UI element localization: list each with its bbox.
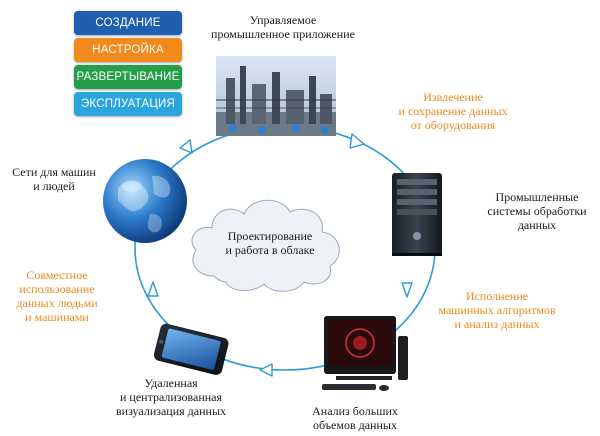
- arrow-right: [401, 282, 413, 298]
- industrial-systems-label: Промышленные системы обработки данных: [487, 190, 587, 232]
- server-tower-image: [392, 173, 442, 256]
- arrow-top-left: [179, 139, 193, 154]
- cloud-shape: [191, 199, 340, 292]
- arrow-left: [147, 281, 159, 297]
- desktop-computer-image: [322, 316, 408, 391]
- machine-algorithms-label: Исполнение машинных алгоритмов и анализ …: [438, 289, 556, 331]
- industrial-plant-image: [216, 56, 336, 136]
- networks-label: Сети для машин и людей: [12, 165, 96, 193]
- stage-configure-button[interactable]: НАСТРОЙКА: [74, 38, 182, 62]
- extract-store-label: Извлечение и сохранение данных от оборуд…: [398, 90, 508, 132]
- managed-app-label: Управляемое промышленное приложение: [211, 13, 355, 41]
- arrow-top-right: [349, 133, 365, 149]
- big-data-label: Анализ больших объемов данных: [312, 404, 398, 432]
- shared-use-label: Совместное использование данных людьми и…: [16, 268, 98, 324]
- cloud-label: Проектирование и работа в облаке: [225, 229, 315, 257]
- stage-deploy-button[interactable]: РАЗВЕРТЫВАНИЕ: [74, 65, 182, 89]
- smartphone-image: [153, 323, 229, 375]
- remote-visualization-label: Удаленная и централизованная визуализаци…: [115, 376, 227, 418]
- cycle-arrows: [147, 133, 413, 377]
- stage-create-button[interactable]: СОЗДАНИЕ: [74, 11, 182, 35]
- arrow-bottom: [259, 363, 273, 377]
- stage-operate-button[interactable]: ЭКСПЛУАТАЦИЯ: [74, 92, 182, 116]
- globe-image: [103, 159, 187, 243]
